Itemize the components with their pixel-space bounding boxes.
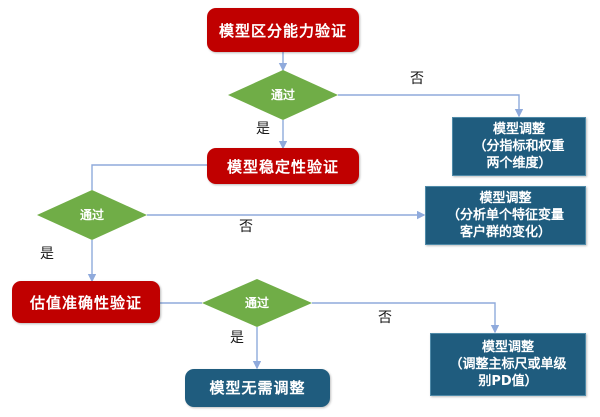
edge-label-no-2: 否 — [239, 219, 253, 235]
node-adjust-3-line2: （调整主标尺或单级 — [449, 357, 567, 372]
node-decision-1-label: 通过 — [270, 87, 295, 102]
node-adjust-1-line3: 两个维度） — [486, 156, 552, 171]
wire-decision3-no-to-adjust3 — [312, 302, 500, 334]
node-validation-1[interactable]: 模型区分能力验证 — [207, 8, 359, 52]
node-adjust-2-line3: 客户群的变化） — [459, 225, 551, 240]
node-decision-1[interactable]: 通过 — [228, 70, 338, 120]
node-decision-3-label: 通过 — [244, 295, 269, 310]
node-decision-2-label: 通过 — [79, 207, 104, 222]
node-adjust-3[interactable]: 模型调整 （调整主标尺或单级 别PD值） — [430, 333, 586, 396]
edge-label-no-1: 否 — [410, 71, 424, 87]
wire-validation2-to-decision2 — [91, 164, 208, 190]
wire-decision1-no-to-adjust1 — [338, 94, 524, 118]
edge-label-yes-3: 是 — [230, 330, 244, 346]
node-validation-3-label: 估值准确性验证 — [29, 293, 142, 312]
node-adjust-3-line3: 别PD值） — [478, 374, 538, 389]
node-validation-2[interactable]: 模型稳定性验证 — [207, 148, 359, 184]
node-decision-2[interactable]: 通过 — [37, 190, 147, 240]
node-decision-3[interactable]: 通过 — [202, 279, 312, 327]
node-adjust-2-line1: 模型调整 — [479, 191, 532, 206]
edge-label-yes-1: 是 — [256, 121, 270, 137]
node-adjust-1-line2: （分指标和权重 — [473, 139, 565, 154]
node-adjust-1-line1: 模型调整 — [492, 122, 545, 137]
node-validation-3[interactable]: 估值准确性验证 — [12, 281, 160, 323]
node-adjust-1[interactable]: 模型调整 （分指标和权重 两个维度） — [452, 117, 586, 176]
node-validation-1-label: 模型区分能力验证 — [218, 21, 347, 40]
node-final-label: 模型无需调整 — [209, 378, 306, 397]
node-validation-2-label: 模型稳定性验证 — [226, 157, 339, 176]
node-final[interactable]: 模型无需调整 — [185, 369, 330, 407]
edge-label-yes-2: 是 — [40, 246, 54, 262]
node-adjust-2[interactable]: 模型调整 （分析单个特征变量 客户群的变化） — [425, 186, 586, 245]
edge-label-no-3: 否 — [378, 310, 392, 326]
node-adjust-3-line1: 模型调整 — [481, 340, 534, 355]
node-adjust-2-line2: （分析单个特征变量 — [446, 208, 564, 223]
